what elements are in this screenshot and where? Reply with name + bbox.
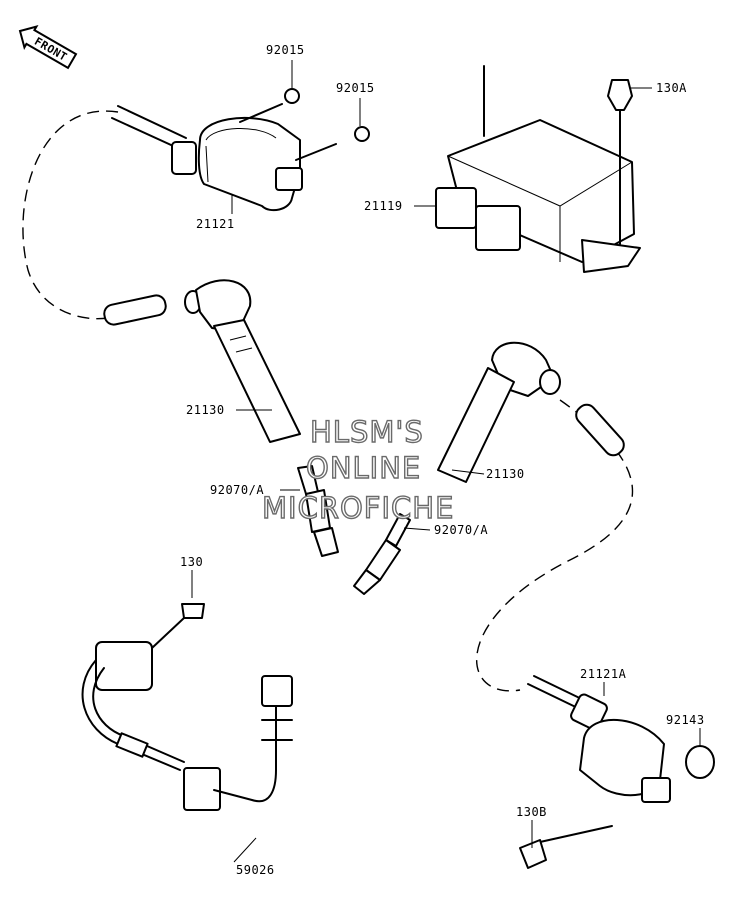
label-92015-upper: 92015: [266, 43, 305, 57]
label-130: 130: [180, 555, 203, 569]
label-59026: 59026: [236, 863, 275, 877]
label-92015-lower: 92015: [336, 81, 375, 95]
label-130b: 130B: [516, 805, 547, 819]
watermark-line-3: MICROFICHE: [262, 491, 454, 525]
spark-plug-right: [353, 513, 411, 595]
label-21130-left: 21130: [186, 403, 225, 417]
label-92070a-right: 92070/A: [434, 523, 488, 537]
label-130a: 130A: [656, 81, 687, 95]
label-92070a-left: 92070/A: [210, 483, 264, 497]
label-21121: 21121: [196, 217, 235, 231]
ignition-coil-front: [22, 88, 370, 320]
label-21130-right: 21130: [486, 467, 525, 481]
label-92143: 92143: [666, 713, 705, 727]
label-21121a: 21121A: [580, 667, 627, 681]
spark-plug-cap-left: [103, 279, 301, 443]
igniter-unit: [435, 65, 641, 273]
watermark: HLSM'S ONLINE MICROFICHE: [261, 414, 454, 525]
ignition-coil-rear: [519, 675, 715, 869]
front-arrow-icon: FRONT: [18, 25, 78, 70]
wiring-harness: [81, 603, 293, 811]
leader-lines: [191, 60, 701, 863]
watermark-line-2: ONLINE: [306, 451, 421, 485]
spark-plug-left: [297, 465, 339, 557]
label-21119: 21119: [364, 199, 403, 213]
spark-plug-cap-right: [437, 341, 633, 692]
watermark-line-1: HLSM'S: [310, 415, 424, 449]
